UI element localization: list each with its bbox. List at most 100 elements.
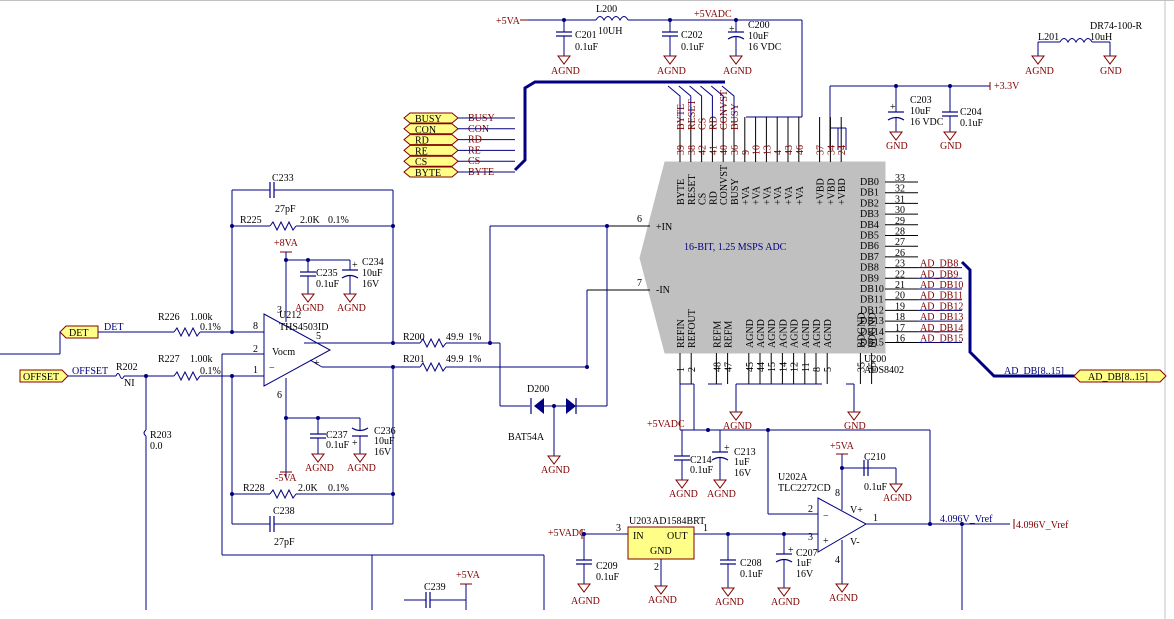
- u202-body: [817, 497, 868, 553]
- det-port[interactable]: [59, 325, 99, 339]
- net-5va-top: +5VA: [496, 16, 521, 27]
- u212-part: THS4503ID: [279, 322, 328, 333]
- det-offset-inputs: DET DET R226 1.00k 0.1% OFFSET OFFSET R2…: [0, 312, 232, 610]
- u203-ref: U203: [629, 516, 651, 527]
- adc-top-pin-name: BUSY: [730, 178, 741, 205]
- bottom-misc: C239 +5VA: [222, 554, 545, 610]
- c235-ref: C235: [316, 268, 338, 279]
- svg-text:1: 1: [873, 513, 878, 524]
- ref-buffer: +5VADC C214 0.1uF AGND + C213 1uF 16V AG…: [647, 419, 1069, 610]
- ctrl-port-rd[interactable]: [403, 134, 459, 146]
- adc-db-num: 22: [895, 269, 905, 280]
- c201-val: 0.1uF: [575, 42, 599, 53]
- adc-in-neg: -IN: [656, 285, 670, 296]
- offset-port[interactable]: [19, 369, 69, 383]
- c236-volt: 16V: [374, 447, 392, 458]
- adc-top-pin-name: +VBD: [837, 178, 848, 205]
- u212-body: [263, 313, 332, 387]
- adc-ctrl-net: CONVST: [719, 90, 730, 130]
- r200-ref: R200: [403, 332, 425, 343]
- ctrl-net-label: BUSY: [468, 113, 495, 124]
- c202-val: 0.1uF: [681, 42, 705, 53]
- ctrl-port-busy[interactable]: [403, 112, 459, 124]
- svg-text:3: 3: [277, 305, 282, 316]
- adc-db-name: DB15: [860, 338, 884, 349]
- adc-db-num: 28: [895, 227, 905, 238]
- det-net: DET: [104, 322, 123, 333]
- r227-ref: R227: [158, 354, 180, 365]
- l201-part: DR74-100-R: [1090, 21, 1143, 32]
- c237-ref: C237: [326, 430, 348, 441]
- r228-tol: 0.1%: [328, 483, 349, 494]
- adc-db-name: DB11: [860, 295, 884, 306]
- adc-bottom-pin-num: 5: [823, 367, 834, 372]
- bus-port[interactable]: [1073, 369, 1167, 383]
- adc-in-pos: +IN: [656, 222, 672, 233]
- u202-part: TLC2272CD: [778, 483, 831, 494]
- adc-top-pin-name: RESET: [687, 174, 698, 205]
- adc-top-pin-num: 42: [698, 145, 709, 155]
- adc-top-pin-num: 43: [784, 145, 795, 155]
- adc-top-pin-num: 34: [826, 145, 837, 155]
- svg-text:+: +: [352, 260, 358, 271]
- adc-bottom-pin-name: AGND: [812, 319, 823, 348]
- ctrl-port-con[interactable]: [403, 123, 459, 135]
- svg-text:−: −: [823, 511, 829, 522]
- adc-ctrl-net: BUSY: [730, 103, 741, 130]
- agnd-c210: AGND: [883, 493, 912, 504]
- l200-val: 10UH: [598, 26, 622, 37]
- adc-top-pin-num: 40: [719, 145, 730, 155]
- adc-db-name: DB10: [860, 284, 884, 295]
- r226-val: 1.00k: [190, 312, 213, 323]
- feedback-bottom: R228 2.0K 0.1% C238 27pF: [230, 367, 395, 548]
- inductor-l200: [595, 16, 629, 22]
- ctrl-port-cs[interactable]: [403, 155, 459, 167]
- c213-volt: 16V: [734, 468, 752, 479]
- c209-val: 0.1uF: [596, 572, 620, 583]
- adc-db-name: DB5: [860, 231, 879, 242]
- svg-text:6: 6: [277, 390, 282, 401]
- adc-bottom-pin-num: 8: [812, 367, 823, 372]
- c238-ref: C238: [273, 506, 295, 517]
- adc-bottom-pin-name: AGND: [745, 319, 756, 348]
- r227-val: 1.00k: [190, 354, 213, 365]
- c210-ref: C210: [864, 452, 886, 463]
- adc-top-pin-name: +VBD: [816, 178, 827, 205]
- adc-top-pin-name: +VA: [773, 185, 784, 205]
- c235-val: 0.1uF: [316, 279, 340, 290]
- offset-net: OFFSET: [72, 366, 108, 377]
- adc-bottom-pin-num: 47: [724, 362, 735, 372]
- adc-db-net: AD_DB8: [920, 259, 958, 270]
- net-5vadc-ref: +5VADC: [647, 419, 685, 430]
- adc-db-num: 31: [895, 194, 905, 205]
- adc-bottom-pin-name: REFOUT: [687, 309, 698, 348]
- svg-text:2: 2: [654, 562, 659, 573]
- adc-db-name: DB7: [860, 252, 879, 263]
- ctrl-net-label: CON: [468, 124, 489, 135]
- adc-title: 16-BIT, 1.25 MSPS ADC: [684, 242, 787, 253]
- adc-top-pin-num: 46: [795, 145, 806, 155]
- ctrl-port-label: RD: [415, 136, 429, 147]
- l200-ref: L200: [596, 4, 617, 15]
- input-network: R200 49.9 1% R201 49.9 1% D200 BAT54A AG…: [322, 224, 609, 476]
- c200-val: 10uF: [748, 31, 769, 42]
- ref-u203: +5VADC 3 IN OUT GND U203 AD1584BRT 1 2 A…: [548, 516, 819, 608]
- u202-vm: V-: [850, 537, 860, 548]
- ctrl-net-label: CS: [468, 156, 480, 167]
- ctrl-port-byte[interactable]: [403, 166, 459, 178]
- l201-ref: L201: [1038, 32, 1059, 43]
- ctrl-port-re[interactable]: [403, 144, 459, 156]
- control-bus: [513, 80, 725, 172]
- resistor-r200: [419, 337, 447, 349]
- net-5vadc-top: +5VADC: [694, 9, 732, 20]
- adc-db-net: AD_DB12: [920, 301, 963, 312]
- ctrl-net-label: RE: [468, 145, 481, 156]
- adc-db-num: 32: [895, 184, 905, 195]
- net-m5va: -5VA: [275, 473, 297, 484]
- c203-ref: C203: [910, 95, 932, 106]
- adc-bottom-pin-name: AGND: [767, 319, 778, 348]
- adc-bottom-pin-name: AGND: [801, 319, 812, 348]
- adc-top-pin-name: +VA: [762, 185, 773, 205]
- l201-filter: L201 10uH DR74-100-R AGND GND: [1025, 21, 1143, 77]
